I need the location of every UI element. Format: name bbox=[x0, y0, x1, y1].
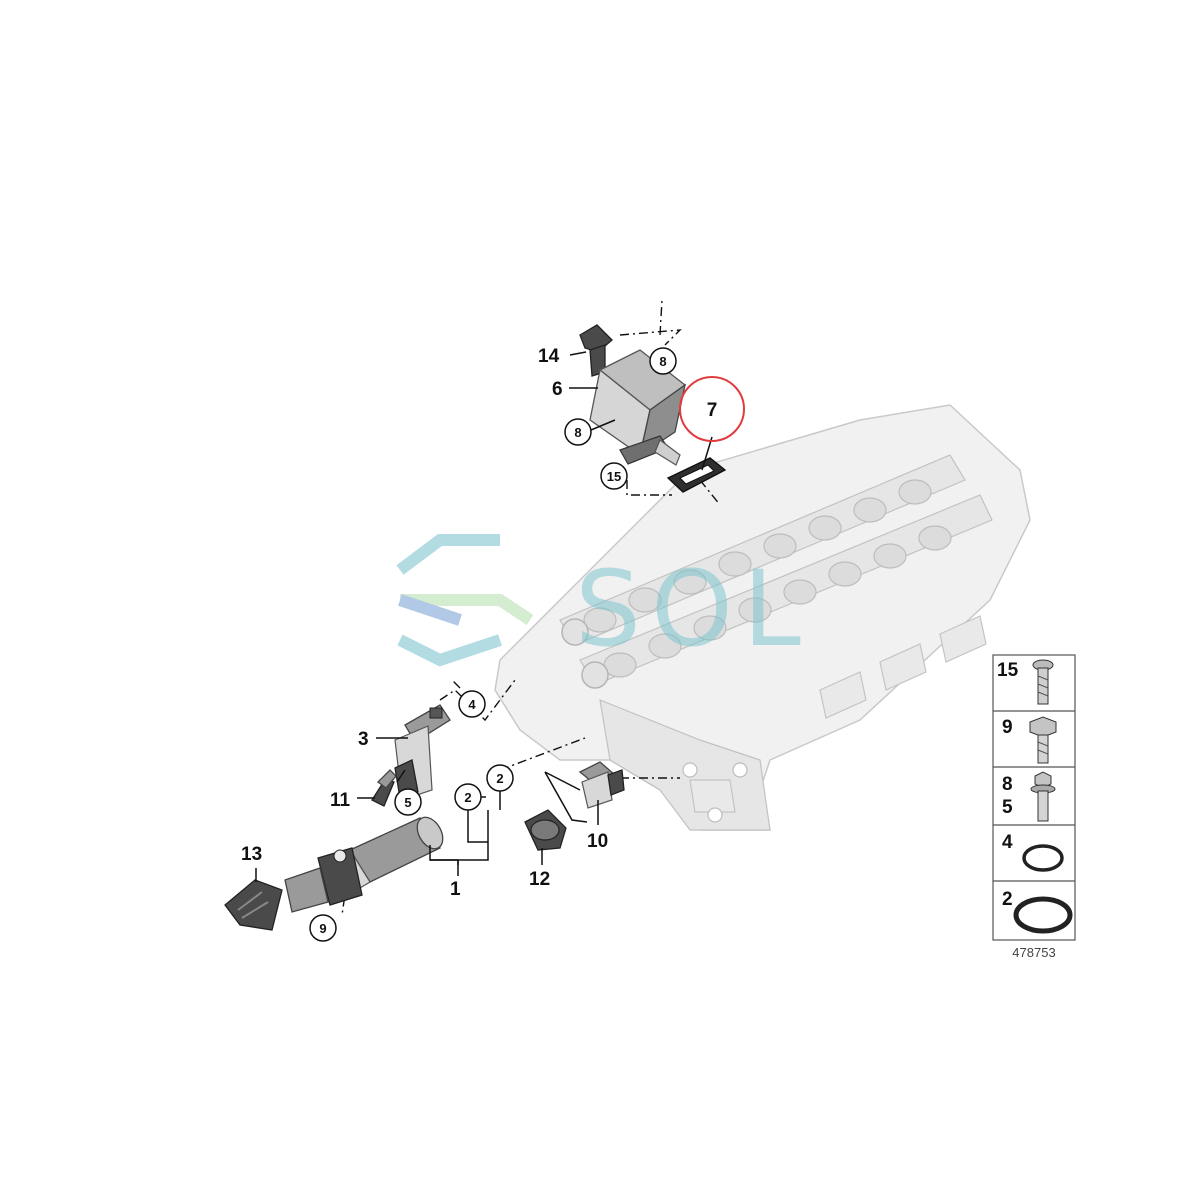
callout-4: 4 bbox=[458, 690, 486, 718]
leader-lines bbox=[255, 351, 713, 882]
legend-row-4: 4 bbox=[1002, 832, 1064, 872]
svg-text:4: 4 bbox=[1002, 832, 1013, 853]
callout-11: 11 bbox=[330, 790, 351, 811]
callout-1: 1 bbox=[450, 879, 461, 900]
svg-text:4: 4 bbox=[468, 697, 476, 712]
part-7-gasket bbox=[666, 457, 727, 493]
callout-7-highlighted: 7 bbox=[679, 376, 745, 442]
flange-bolt-icon bbox=[1030, 771, 1056, 822]
callout-6: 6 bbox=[552, 379, 563, 400]
small-o-ring-icon bbox=[1022, 844, 1064, 872]
svg-text:5: 5 bbox=[404, 795, 411, 810]
callout-10: 10 bbox=[587, 831, 608, 852]
legend-row-9: 9 bbox=[1002, 716, 1057, 764]
svg-text:5: 5 bbox=[1002, 797, 1013, 818]
svg-text:8: 8 bbox=[659, 354, 666, 369]
diagram-number: 478753 bbox=[1012, 945, 1055, 960]
legend-row-8-5: 8 5 bbox=[1002, 771, 1056, 822]
callout-8-bottom: 8 bbox=[564, 418, 592, 446]
large-o-ring-icon bbox=[1013, 896, 1073, 934]
part-12-plug bbox=[524, 809, 567, 851]
callout-5: 5 bbox=[394, 788, 422, 816]
svg-text:7: 7 bbox=[707, 400, 718, 421]
callout-2-left: 2 bbox=[454, 783, 482, 811]
svg-text:9: 9 bbox=[319, 921, 326, 936]
hex-bolt-icon bbox=[1029, 716, 1057, 764]
callout-3: 3 bbox=[358, 729, 369, 750]
torx-bolt-icon bbox=[1032, 659, 1054, 705]
callout-2-right: 2 bbox=[486, 764, 514, 792]
part-6-actuator bbox=[579, 324, 687, 466]
cylinder-head bbox=[494, 404, 1031, 831]
svg-text:8: 8 bbox=[574, 425, 581, 440]
callout-9: 9 bbox=[309, 914, 337, 942]
svg-text:9: 9 bbox=[1002, 717, 1013, 738]
svg-text:15: 15 bbox=[997, 660, 1019, 681]
callout-labels: 14 6 8 8 7 15 4 3 5 11 2 bbox=[241, 346, 745, 942]
callout-13: 13 bbox=[241, 844, 262, 865]
part-13-connector bbox=[224, 879, 283, 931]
part-1-valve bbox=[284, 816, 444, 913]
legend-row-2: 2 bbox=[1002, 889, 1073, 934]
part-3-sensor bbox=[394, 704, 451, 801]
watermark-text: SOL bbox=[575, 548, 811, 670]
callout-8-top: 8 bbox=[649, 347, 677, 375]
fastener-legend: 15 9 8 5 4 bbox=[992, 654, 1076, 941]
legend-row-15: 15 bbox=[997, 659, 1054, 705]
callout-15: 15 bbox=[600, 462, 628, 490]
svg-text:2: 2 bbox=[1002, 889, 1013, 910]
svg-text:2: 2 bbox=[496, 771, 503, 786]
callout-12: 12 bbox=[529, 869, 550, 890]
watermark-logo bbox=[396, 534, 534, 667]
part-10-sensor bbox=[578, 761, 625, 809]
svg-text:2: 2 bbox=[464, 790, 471, 805]
callout-14: 14 bbox=[538, 346, 560, 367]
part-11-plug bbox=[371, 769, 397, 807]
svg-text:15: 15 bbox=[607, 469, 621, 484]
svg-text:8: 8 bbox=[1002, 774, 1013, 795]
